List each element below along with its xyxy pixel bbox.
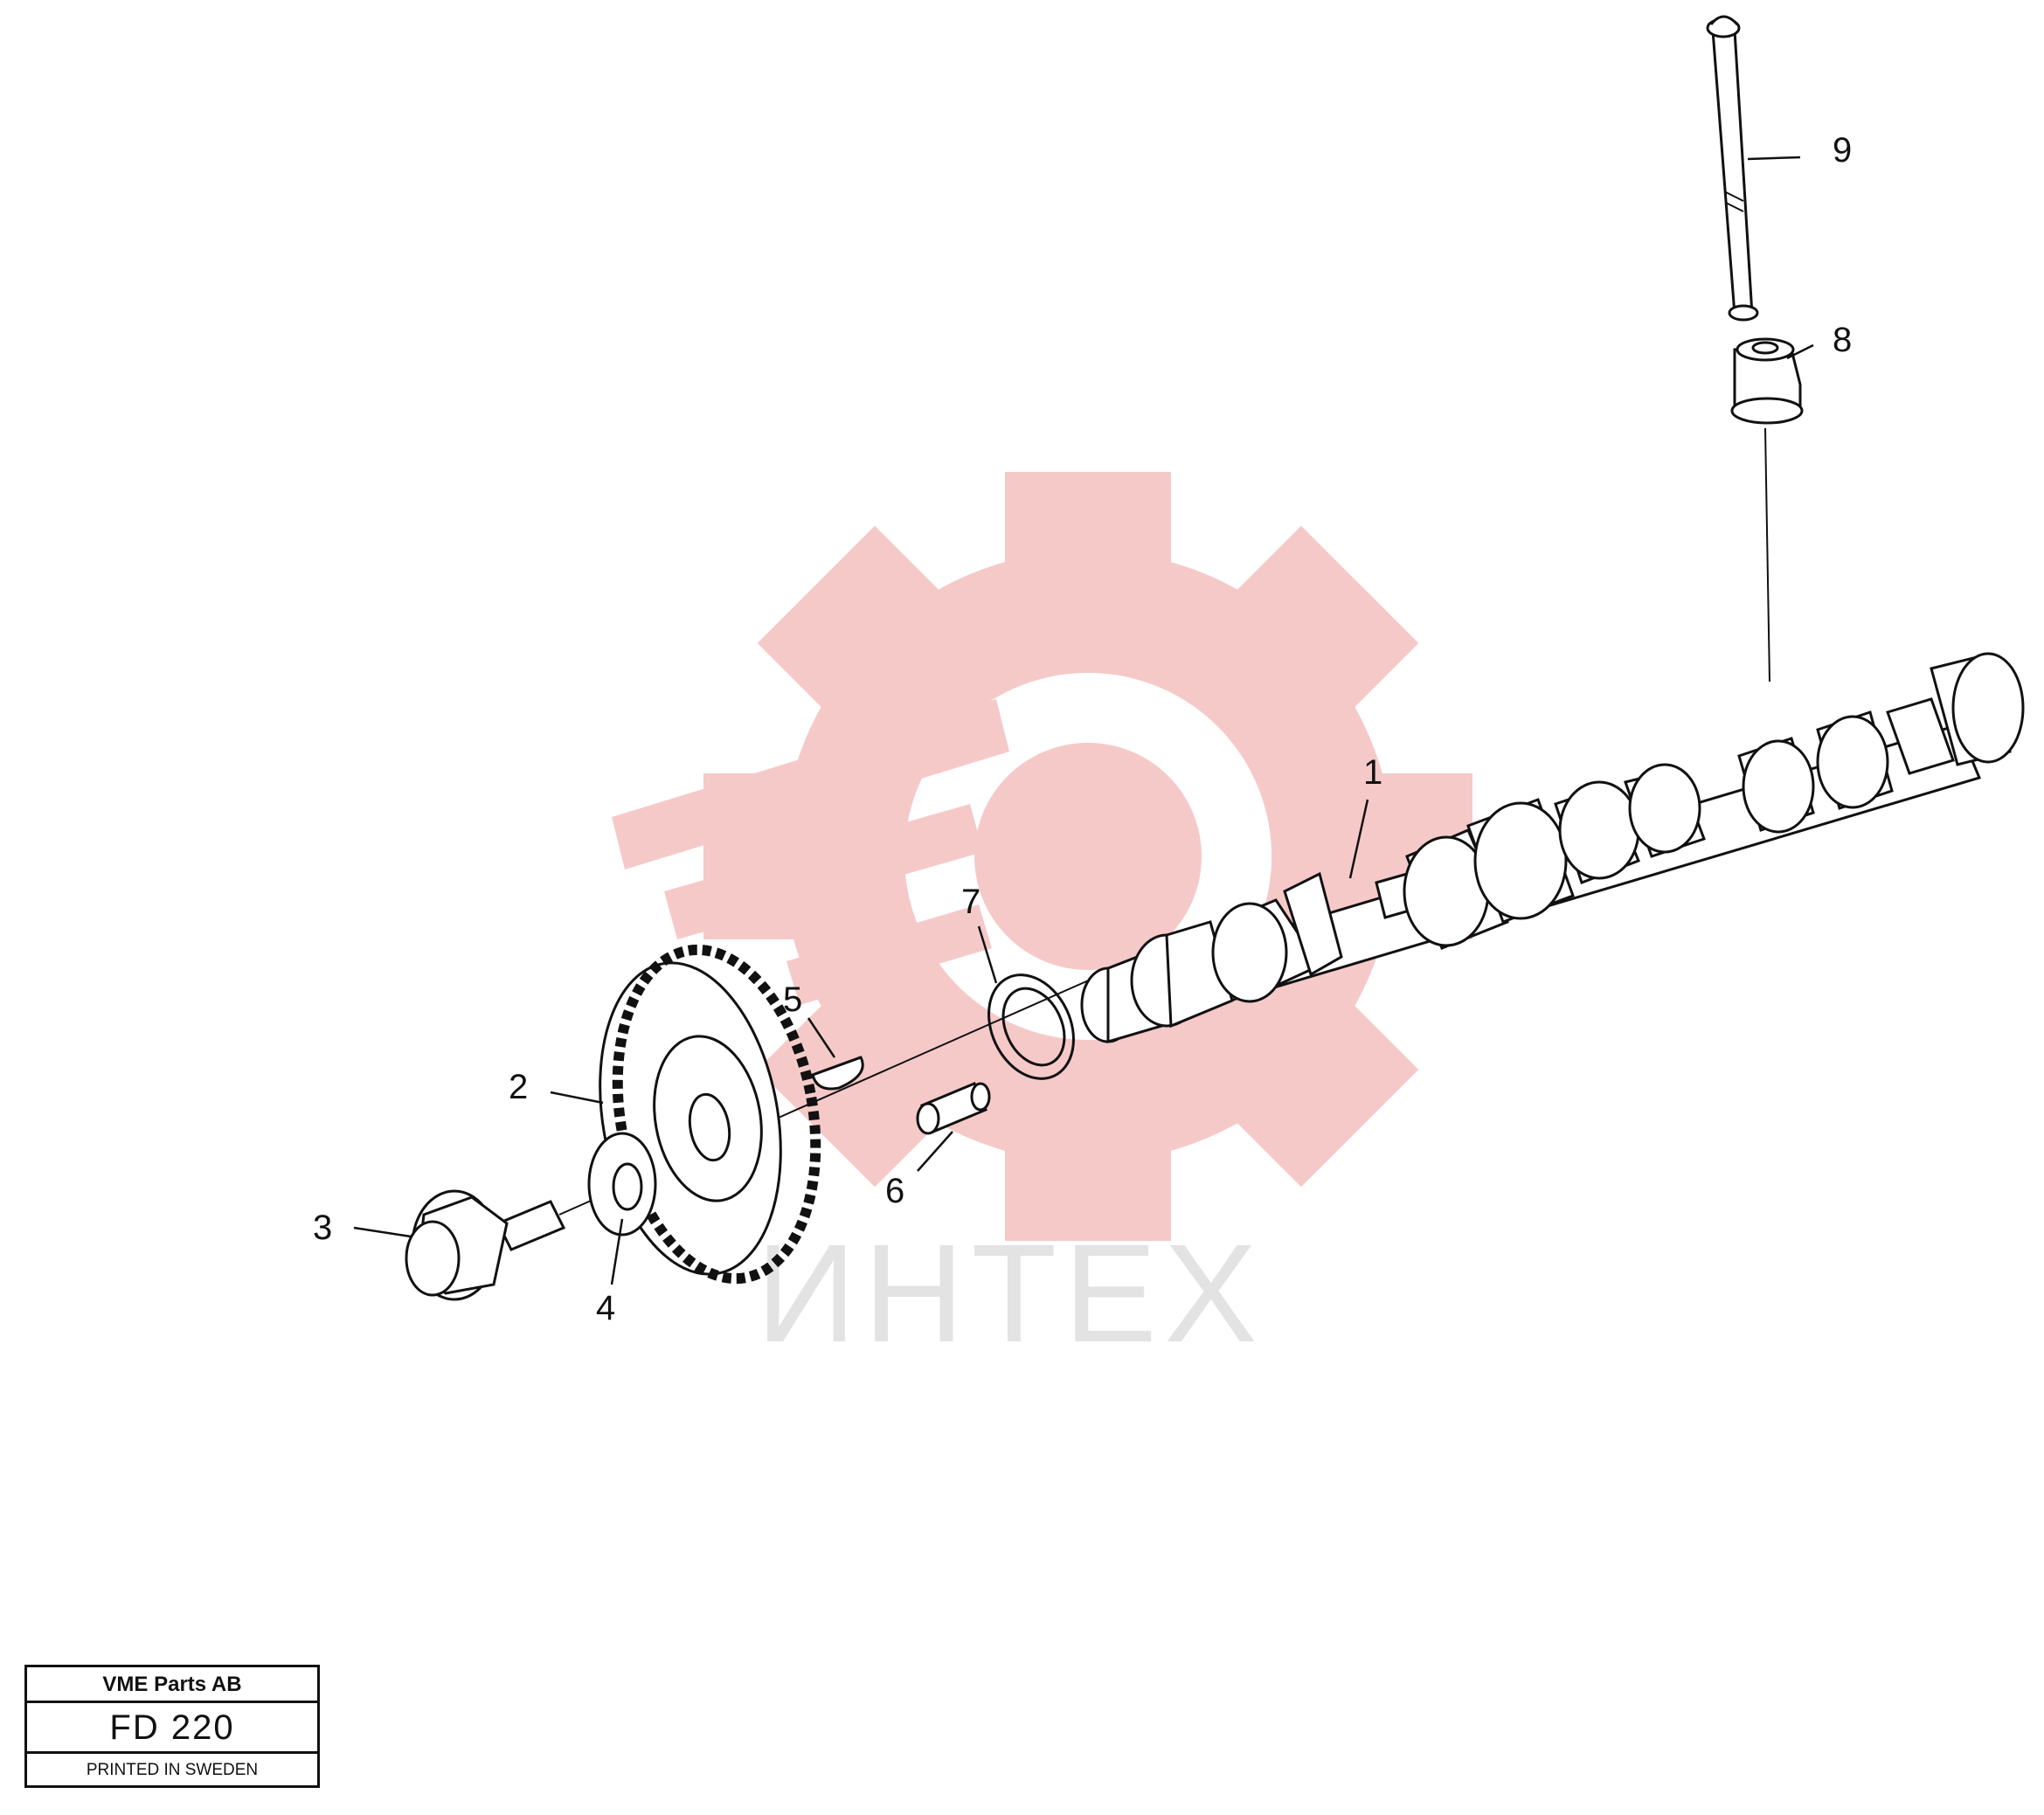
- callout-5: 5: [783, 980, 802, 1019]
- callout-3: 3: [313, 1209, 332, 1247]
- watermark-logo: ИНТЕХ: [612, 472, 1472, 1371]
- callout-6: 6: [885, 1172, 904, 1210]
- title-block-code: FD 220: [27, 1703, 317, 1754]
- callout-2: 2: [509, 1068, 528, 1106]
- leader-lines: [353, 156, 1814, 1285]
- flange-bolt: [405, 1189, 566, 1301]
- exploded-assembly: [353, 15, 2025, 1301]
- watermark-gear-icon: [612, 472, 1472, 1241]
- watermark-text: ИНТЕХ: [756, 1215, 1265, 1371]
- callout-1: 1: [1363, 753, 1382, 792]
- title-block-company: VME Parts AB: [27, 1667, 317, 1703]
- camshaft: [1080, 652, 2025, 1044]
- callout-8: 8: [1833, 321, 1852, 359]
- dowel-pin: [916, 1082, 991, 1135]
- plain-washer: [587, 1132, 657, 1237]
- valve-tappet: [1730, 337, 1804, 425]
- title-block: VME Parts AB FD 220 PRINTED IN SWEDEN: [24, 1665, 320, 1788]
- title-block-printed: PRINTED IN SWEDEN: [86, 1761, 259, 1779]
- thrust-washer: [987, 973, 1075, 1080]
- callout-7: 7: [961, 883, 980, 921]
- push-rod: [1706, 15, 1759, 322]
- callout-9: 9: [1833, 131, 1852, 170]
- callout-4: 4: [596, 1289, 615, 1327]
- pushrod-axis-line: [1764, 427, 1770, 682]
- woodruff-key: [811, 1056, 864, 1091]
- callout-labels: 1 2 3 4 5 6 7 8 9: [313, 131, 1852, 1327]
